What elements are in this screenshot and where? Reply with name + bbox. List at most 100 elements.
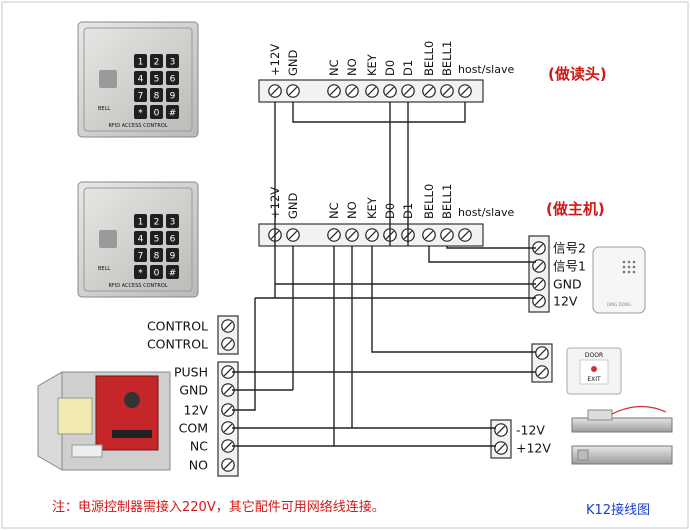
- reader-terminal-label: BELL0: [422, 41, 436, 76]
- keypad-key: 8: [150, 88, 163, 102]
- svg-text:2: 2: [154, 218, 160, 228]
- controller-terminal-label: BELL0: [422, 184, 436, 219]
- doorbell-text: DING DONG: [607, 302, 631, 307]
- reader-terminal-screw-6: [383, 84, 397, 98]
- keypad-key: 7: [134, 88, 147, 102]
- keypad-key: 1: [134, 214, 147, 228]
- control-terminal-screw-2: [221, 337, 235, 351]
- reader-terminal-label: D0: [383, 60, 397, 76]
- power-terminal-label: PUSH: [174, 365, 208, 380]
- doorbell-terminal-label: GND: [553, 277, 582, 292]
- controller-role-label: (做主机): [546, 200, 605, 218]
- doorbell-terminal-label: 信号1: [553, 259, 586, 274]
- keypad-brand-text: RFID ACCESS CONTROL: [108, 123, 167, 129]
- reader-terminal-label: BELL1: [440, 41, 454, 76]
- keypad-key: 3: [166, 214, 179, 228]
- exit-terminal-screw-2: [535, 365, 549, 379]
- keypad-key: 8: [150, 248, 163, 262]
- keypad-key: 9: [166, 248, 179, 262]
- exit-button-device: DOOR EXIT: [566, 347, 622, 395]
- keypad-key: #: [166, 105, 179, 119]
- svg-text:3: 3: [170, 58, 176, 68]
- svg-text:2: 2: [154, 58, 160, 68]
- doorbell-terminal-screw-4: [532, 294, 546, 308]
- keypad-key: 2: [150, 54, 163, 68]
- controller-terminal-screw-9: [440, 228, 454, 242]
- lock-terminal-block: -12V+12V: [490, 419, 551, 459]
- exit-terminal-block: [531, 343, 553, 383]
- keypad-brand-text: RFID ACCESS CONTROL: [108, 283, 167, 289]
- keypad-key: 0: [150, 265, 163, 279]
- power-terminal-label: 12V: [184, 403, 209, 418]
- keypad-bell-text: BELL: [98, 266, 110, 272]
- keypad-key: 6: [166, 71, 179, 85]
- reader-terminal-label: NC: [327, 59, 341, 76]
- reader-terminal-label: D1: [401, 60, 415, 76]
- keypad-key: 3: [166, 54, 179, 68]
- transformer: [57, 397, 93, 435]
- power-terminal-label: GND: [179, 383, 208, 398]
- svg-text:#: #: [169, 269, 177, 279]
- exit-terminal-screw-1: [535, 346, 549, 360]
- controller-terminal-screw-8: [422, 228, 436, 242]
- reader-terminal-label: GND: [286, 49, 300, 76]
- power-terminal-screw-5: [221, 439, 235, 453]
- svg-text:5: 5: [154, 75, 160, 85]
- svg-text:1: 1: [138, 218, 144, 228]
- controller-terminal-label: NC: [327, 202, 341, 219]
- svg-text:1: 1: [138, 58, 144, 68]
- exit-button-bottom-text: EXIT: [587, 376, 601, 383]
- keypad-key: *: [134, 265, 147, 279]
- reader-terminal-screw-1: [268, 84, 282, 98]
- reader-terminal-screw-8: [422, 84, 436, 98]
- controller-terminal-screw-4: [345, 228, 359, 242]
- power-terminal-label: NC: [190, 439, 208, 454]
- doorbell-device: DING DONG: [592, 246, 646, 314]
- svg-text:7: 7: [138, 252, 144, 262]
- keypad-key: 7: [134, 248, 147, 262]
- card-reader-icon: [99, 70, 117, 88]
- reader-terminal-label: +12V: [268, 44, 282, 76]
- lock-terminal-screw-1: [494, 423, 508, 437]
- keypad-key: 1: [134, 54, 147, 68]
- doorbell-terminal-screw-3: [532, 277, 546, 291]
- control-terminal-label: CONTROL: [147, 337, 208, 352]
- lock-terminal-screw-2: [494, 441, 508, 455]
- control-terminal-screw-1: [221, 319, 235, 333]
- svg-text:6: 6: [170, 75, 176, 85]
- control-terminal-label: CONTROL: [147, 319, 208, 334]
- keypad-key: 5: [150, 71, 163, 85]
- reader-terminal-label: NO: [345, 58, 359, 76]
- svg-text:4: 4: [138, 235, 144, 245]
- svg-text:5: 5: [154, 235, 160, 245]
- keypad-key: 6: [166, 231, 179, 245]
- control-terminal-block: CONTROL CONTROL: [147, 315, 239, 355]
- svg-text:9: 9: [170, 252, 176, 262]
- svg-text:3: 3: [170, 218, 176, 228]
- doorbell-terminal-screw-2: [532, 259, 546, 273]
- controller-terminal-screw-2: [286, 228, 300, 242]
- svg-text:*: *: [138, 109, 143, 119]
- reader-role-label: (做读头): [548, 65, 607, 83]
- svg-text:8: 8: [154, 252, 160, 262]
- controller-mode-label: host/slave: [458, 206, 514, 219]
- controller-terminal-screw-3: [327, 228, 341, 242]
- keypad-key: 9: [166, 88, 179, 102]
- reader-terminal-screw-9: [440, 84, 454, 98]
- doorbell-terminal-label: 12V: [553, 294, 578, 309]
- reader-terminal-label: KEY: [365, 53, 379, 76]
- card-reader-icon: [99, 230, 117, 248]
- svg-text:7: 7: [138, 92, 144, 102]
- keypad-key: *: [134, 105, 147, 119]
- power-terminal-screw-6: [221, 458, 235, 472]
- svg-text:*: *: [138, 269, 143, 279]
- keypad-key: 0: [150, 105, 163, 119]
